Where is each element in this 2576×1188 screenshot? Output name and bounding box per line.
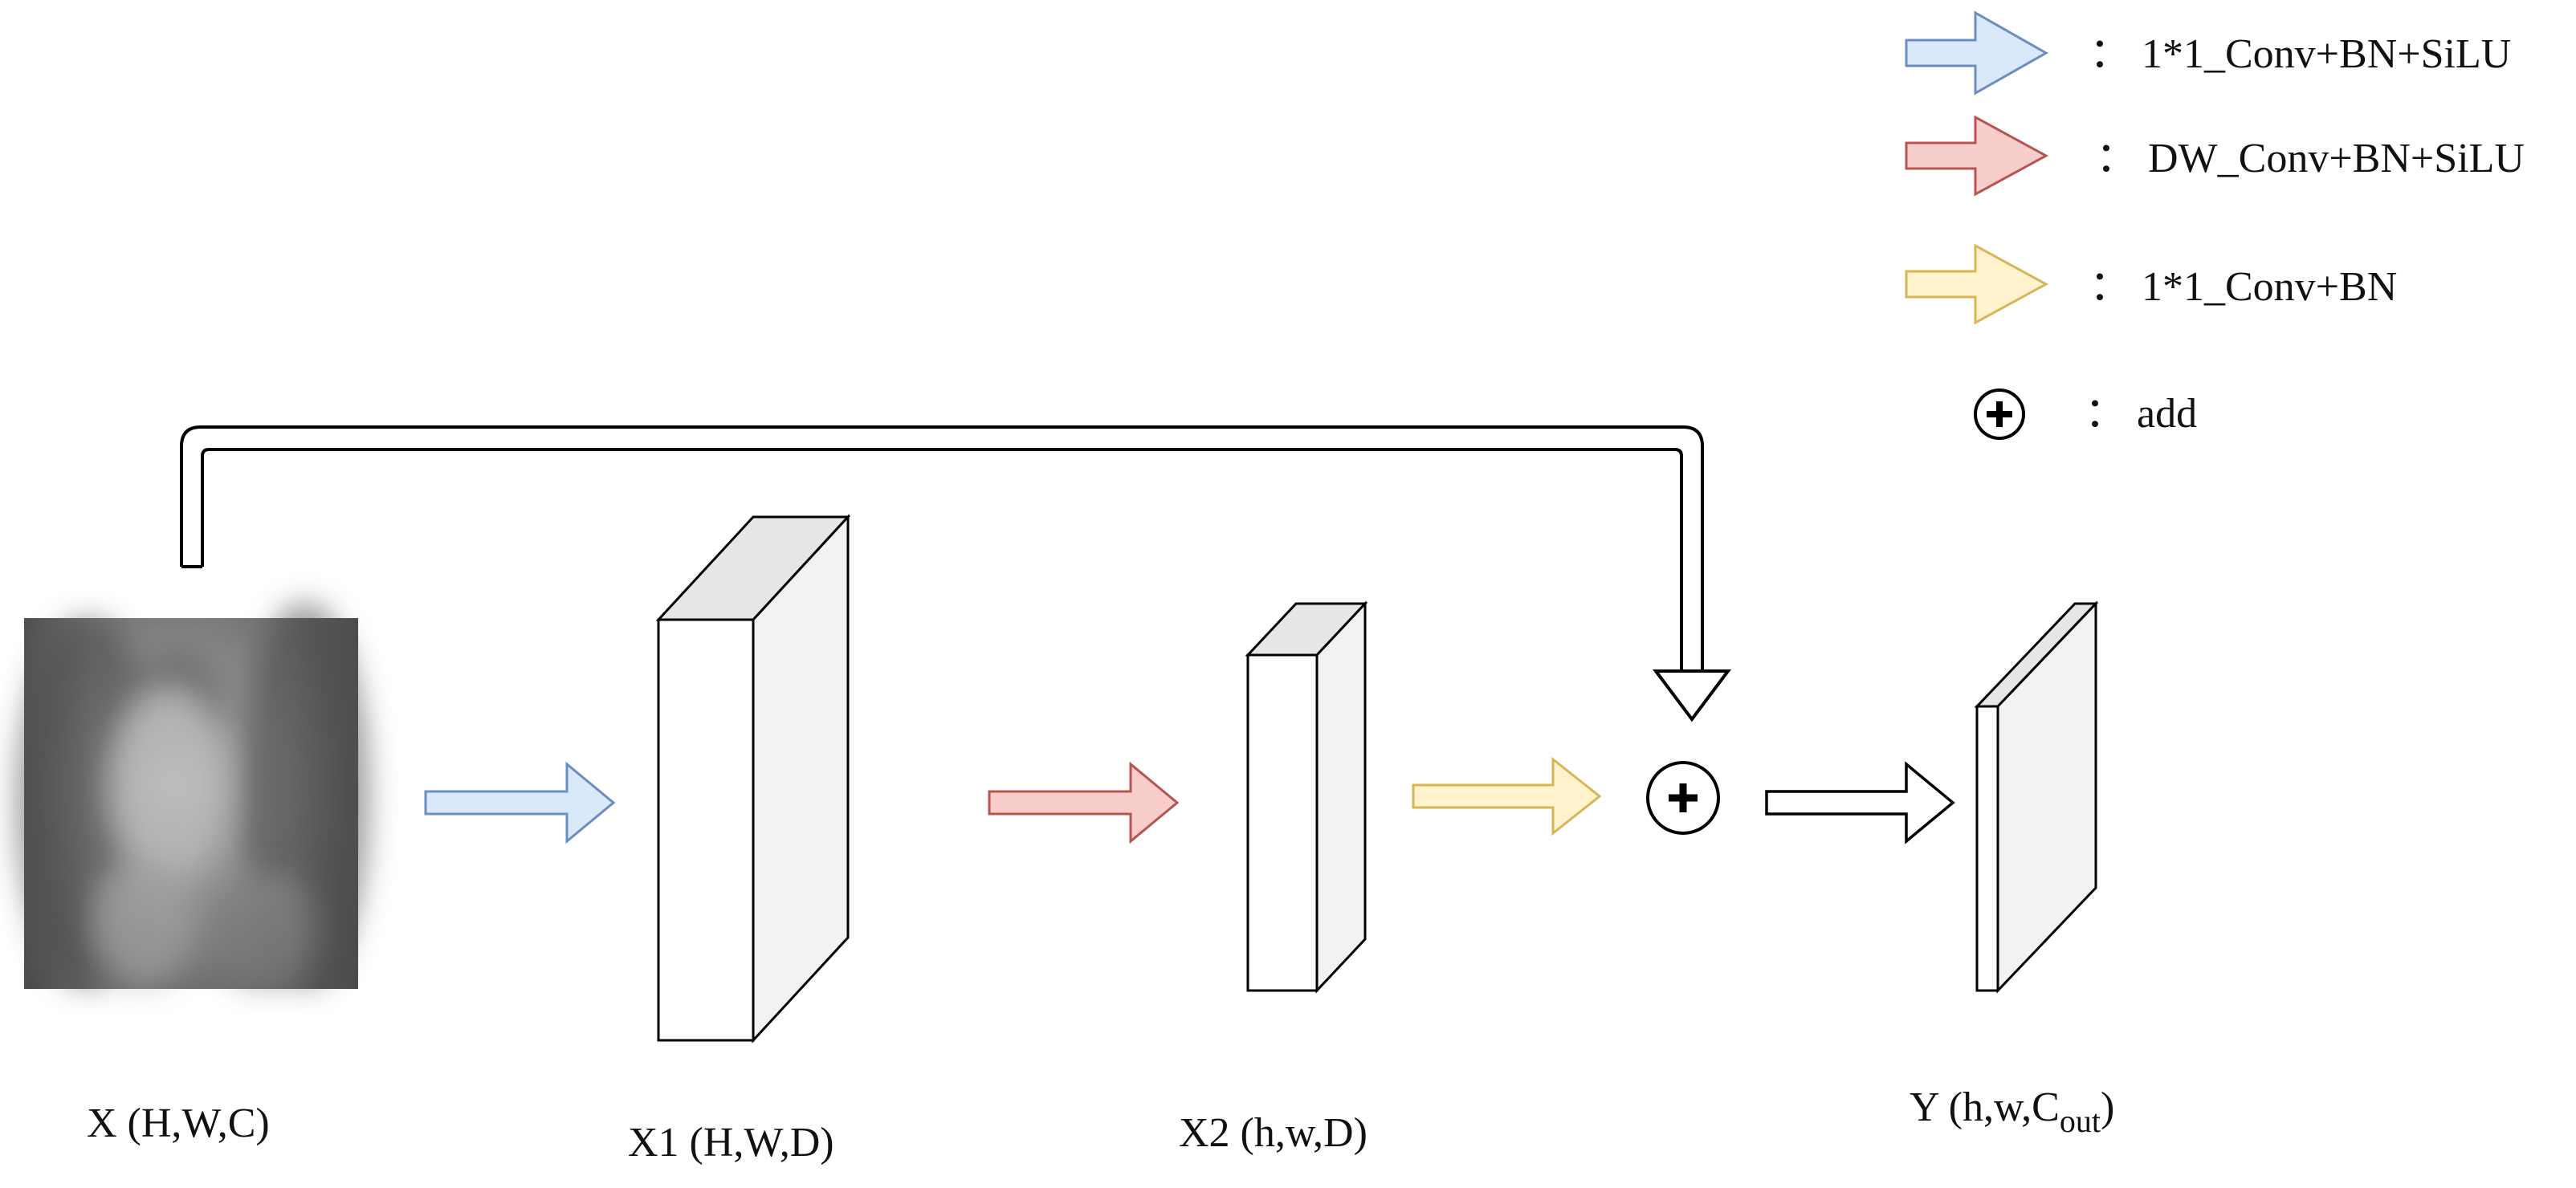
legend-blue-arrow-icon	[1905, 10, 2049, 96]
legend-label-add: ： add	[2085, 391, 2197, 437]
legend: ： 1*1_Conv+BN+SiLU ： DW_Conv+BN+SiLU ： 1…	[1905, 10, 2525, 440]
feature-block-x2	[1245, 600, 1368, 994]
legend-label-dw-conv: ： DW_Conv+BN+SiLU	[2096, 136, 2525, 181]
legend-red-arrow-icon	[1905, 115, 2049, 197]
skip-connection-arrow	[180, 425, 1731, 722]
yellow-arrow-conv-bn	[1412, 756, 1602, 836]
node-label-y: Y (h,w,Cout)	[1910, 1084, 2114, 1139]
input-image-x	[16, 602, 369, 989]
node-label-x: X (H,W,C)	[87, 1101, 270, 1146]
node-label-x1: X1 (H,W,D)	[628, 1120, 834, 1166]
add-operator	[1646, 761, 1720, 835]
feature-block-x1	[655, 514, 851, 1044]
blue-arrow-conv-silu	[424, 761, 616, 844]
feature-block-y	[1974, 600, 2099, 994]
legend-yellow-arrow-icon	[1905, 243, 2049, 325]
legend-label-conv-bn-silu: ： 1*1_Conv+BN+SiLU	[2089, 31, 2511, 77]
legend-add-icon	[1974, 389, 2025, 440]
node-label-y-end: )	[2101, 1084, 2114, 1130]
output-arrow	[1765, 761, 1955, 844]
legend-label-conv-bn: ： 1*1_Conv+BN	[2089, 264, 2397, 310]
node-label-x2: X2 (h,w,D)	[1179, 1110, 1367, 1156]
node-label-y-main: Y (h,w,C	[1910, 1084, 2060, 1130]
red-arrow-dw-conv	[988, 761, 1180, 844]
node-label-y-sub: out	[2060, 1103, 2101, 1139]
